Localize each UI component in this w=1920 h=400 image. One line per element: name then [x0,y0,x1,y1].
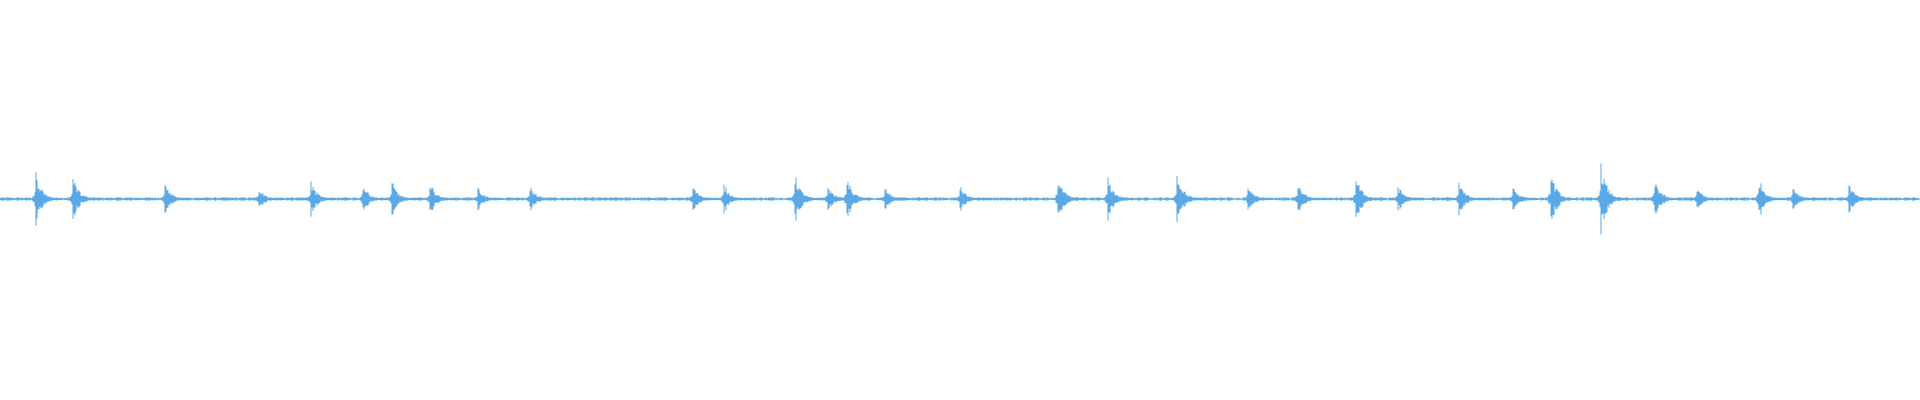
waveform-peak [1546,179,1577,219]
waveform-peak [525,187,556,211]
waveform-peak [306,181,337,217]
waveform-peak [1243,188,1274,210]
waveform-peak [1508,188,1539,210]
waveform-peak [1103,177,1134,221]
waveform-peak [1692,190,1723,208]
waveform-peak [1844,185,1875,213]
waveform-peak [1172,176,1203,222]
waveform-peak [955,187,986,211]
waveform-peak [358,188,389,210]
waveform-peak [160,185,191,213]
waveform-peak [1351,181,1382,217]
waveform-peak [1788,189,1819,209]
waveform-peak [68,179,99,219]
waveform-peak [1754,183,1785,215]
waveform-peak [1293,187,1324,211]
waveform-peak [1393,187,1424,211]
waveform-peak [719,184,750,214]
waveform-peak [1650,184,1681,214]
waveform-peak [473,187,504,211]
waveform-peak [1596,163,1627,235]
waveform-peak [1454,182,1485,216]
waveform-trace [0,163,1920,235]
waveform-peak [254,192,285,206]
waveform-peak [790,177,821,221]
waveform-peak [880,189,911,209]
waveform-peak [31,172,62,226]
waveform-peak [688,188,719,210]
waveform-peak [425,187,456,211]
waveform-peak [1053,185,1084,213]
waveform-peak [387,183,418,215]
waveform-peak [842,182,873,216]
